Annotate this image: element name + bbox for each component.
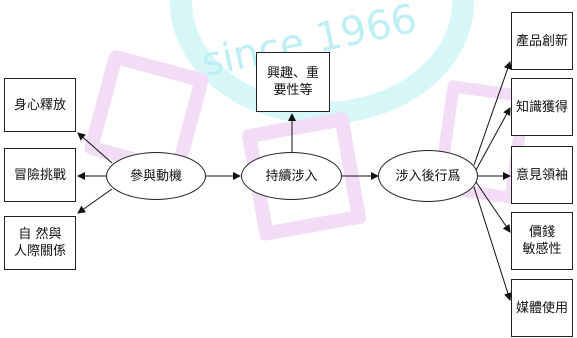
node-media-use: 媒體使用 [511,279,573,337]
node-knowledge: 知識獲得 [511,78,573,136]
arrow-after-to-knowledge [475,107,511,171]
node-relax: 身心釋放 [4,78,76,132]
arrow-motivation-to-nature-people [77,188,113,214]
node-motivation: 參與動機 [106,152,206,200]
node-involvement: 持續涉入 [241,152,342,200]
arrow-after-to-product-innovation [473,61,512,166]
node-product-innovation: 產品創新 [511,12,573,70]
node-interest: 興趣、重 要性等 [256,52,330,112]
arrow-after-to-media-use [473,186,512,301]
node-nature-people: 自 然與 人際關係 [4,216,76,270]
arrow-after-to-price-sensitivity [475,181,511,233]
node-adventure: 冒險挑戰 [4,148,76,202]
node-price-sensitivity: 價錢 敏感性 [511,212,573,270]
arrow-motivation-to-relax [77,132,113,164]
node-after-involvement: 涉入後行爲 [378,150,478,202]
node-opinion-leader: 意見領袖 [511,146,573,204]
